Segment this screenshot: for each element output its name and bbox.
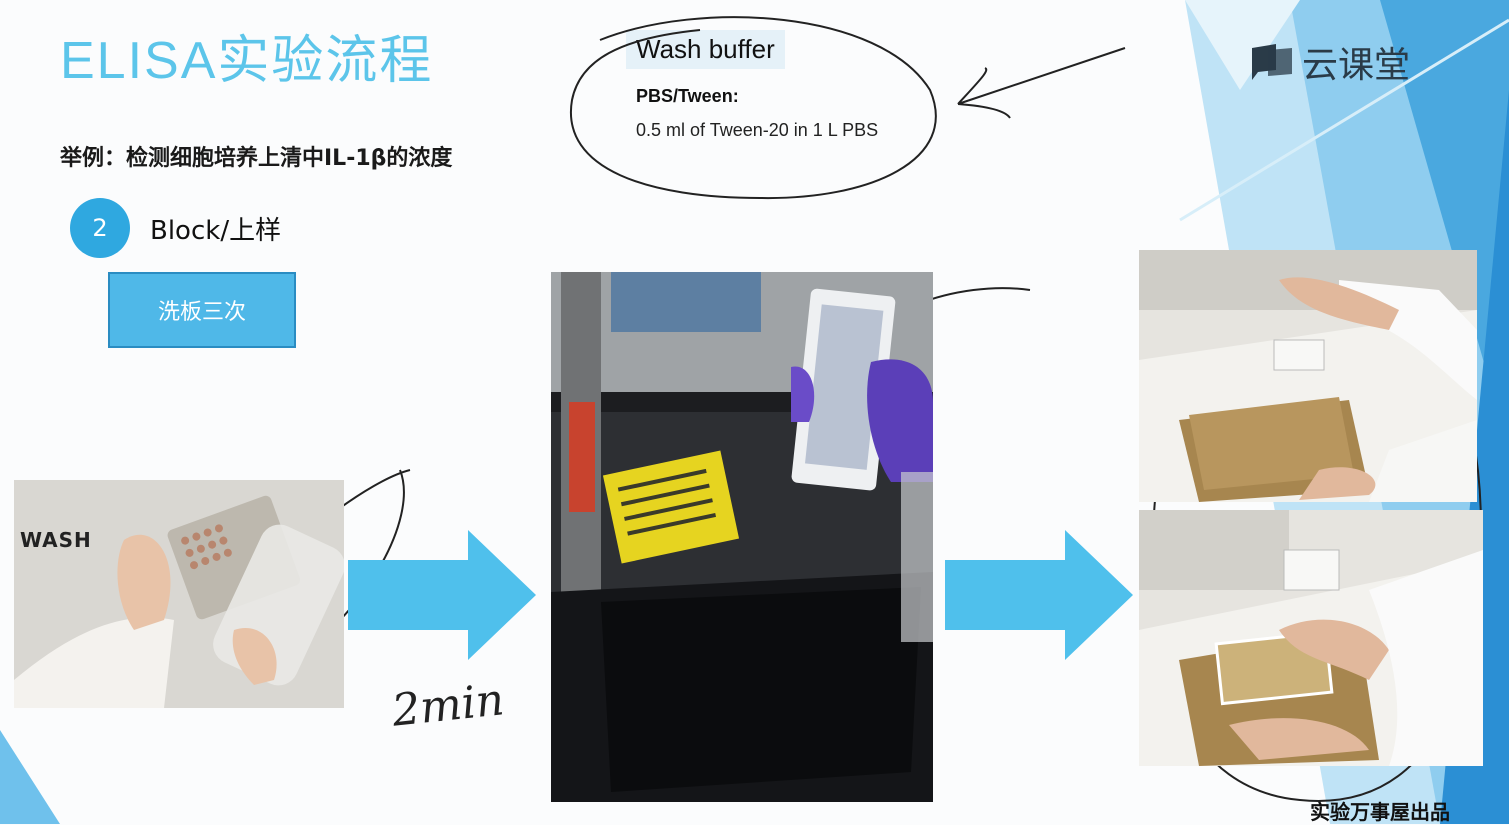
sink-photo-illustration [551, 272, 933, 802]
brand-logo: 云课堂 [1248, 36, 1410, 88]
brand-name: 云课堂 [1302, 44, 1411, 85]
wash-three-times-button[interactable]: 洗板三次 [108, 272, 296, 348]
step-number-badge: 2 [70, 198, 130, 258]
blot-photo-top [1139, 250, 1477, 502]
wash-photo: WASH [14, 480, 344, 708]
blot-photo-top-illustration [1139, 250, 1477, 502]
sink-photo [551, 272, 933, 802]
right-arrow-icon [945, 530, 1133, 660]
chat-bubble-icon [1252, 44, 1292, 80]
wash-buffer-detail: 0.5 ml of Tween-20 in 1 L PBS [636, 120, 879, 140]
wash-photo-illustration [14, 480, 344, 708]
producer-credit: 实验万事屋出品 [1310, 800, 1450, 824]
example-text: 举例：检测细胞培养上清中IL-1β的浓度 [60, 146, 453, 171]
blot-photo-bottom-illustration [1139, 510, 1483, 766]
wash-buffer-subtitle: PBS/Tween: [636, 86, 739, 106]
right-arrow-icon [348, 530, 536, 660]
step-label: Block/上样 [150, 216, 282, 246]
wash-buffer-title: Wash buffer [626, 30, 785, 69]
page-title: ELISA实验流程 [60, 32, 434, 90]
blot-photo-bottom [1139, 510, 1483, 766]
wash-photo-label: WASH [20, 528, 92, 552]
